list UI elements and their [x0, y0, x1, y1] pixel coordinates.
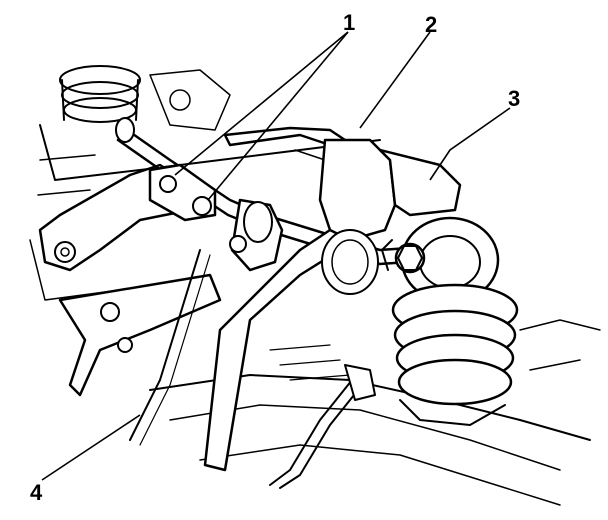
brake-cable-rod	[269, 364, 376, 489]
callout-4: 4	[30, 480, 43, 505]
callout-2: 2	[425, 12, 437, 37]
clamp-bolt-rear	[192, 196, 212, 216]
callout-leaders	[41, 31, 511, 481]
stabilizer-bushing-clamps	[148, 163, 284, 272]
stabilizer-link	[381, 239, 426, 274]
right-coil-spring	[391, 216, 519, 426]
callout-3: 3	[508, 86, 520, 111]
lower-link	[129, 249, 211, 446]
callout-1: 1	[343, 10, 355, 35]
clamp-bolt-front	[159, 175, 177, 193]
left-coil-spring	[59, 65, 231, 131]
